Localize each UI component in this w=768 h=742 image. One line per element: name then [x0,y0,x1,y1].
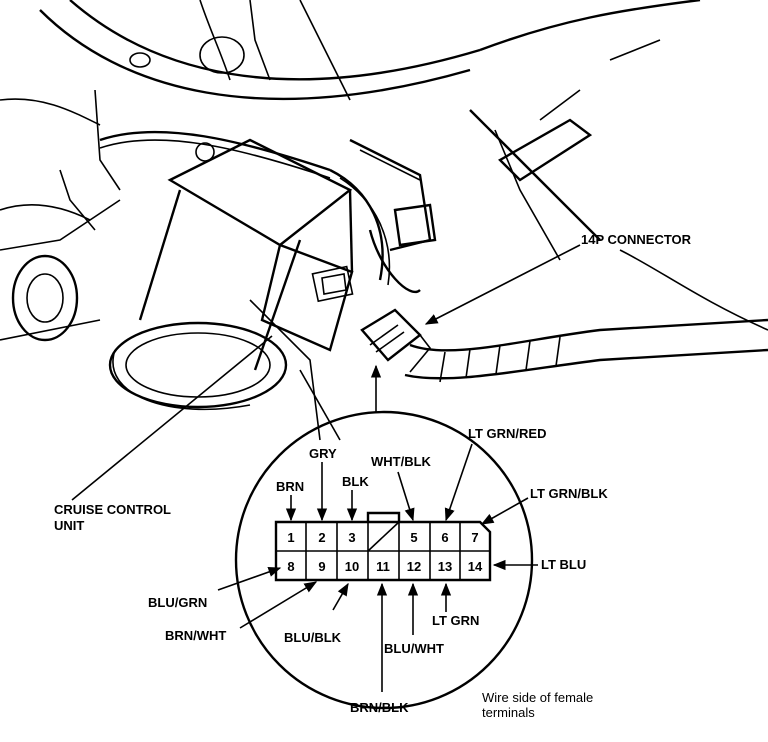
connector-label: 14P CONNECTOR [581,232,692,247]
unit-label-line2: UNIT [54,518,84,533]
pin-2: 2 [318,530,325,545]
steering-column-illustration [0,0,768,441]
pin-numbers: 1 2 3 5 6 7 8 9 10 11 12 13 14 [287,530,483,574]
wire-pin-13: LT GRN [432,613,479,628]
pin-9: 9 [318,559,325,574]
wire-pin-12: BLU/WHT [384,641,444,656]
wire-pin-6: LT GRN/RED [468,426,546,441]
pin-7: 7 [471,530,478,545]
pin-6: 6 [441,530,448,545]
wire-pin-7: LT GRN/BLK [530,486,608,501]
pin-1: 1 [287,530,294,545]
wire-pin-3: BLK [342,474,369,489]
pin-14: 14 [468,559,483,574]
pin-5: 5 [410,530,417,545]
detail-circle [234,410,534,710]
wire-pin-1: BRN [276,479,304,494]
note-line2: terminals [482,705,535,720]
note-line1: Wire side of female [482,690,593,705]
pin-3: 3 [348,530,355,545]
unit-label-line1: CRUISE CONTROL [54,502,171,517]
wire-pin-9: BRN/WHT [165,628,226,643]
wire-pin-2: GRY [309,446,337,461]
pin-11: 11 [376,559,390,574]
wire-pin-8: BLU/GRN [148,595,207,610]
wire-pin-10: BLU/BLK [284,630,342,645]
wire-callouts: BRN GRY BLK WHT/BLK LT GRN/RED LT GRN/BL… [148,426,608,715]
unit-leader [71,335,273,501]
pin-12: 12 [407,559,421,574]
pin-10: 10 [345,559,359,574]
wire-pin-5: WHT/BLK [371,454,432,469]
connector-face [274,511,492,582]
pin-13: 13 [438,559,452,574]
wire-pin-14: LT BLU [541,557,586,572]
wire-pin-11: BRN/BLK [350,700,409,715]
connector-leader [424,244,581,325]
pin-8: 8 [287,559,294,574]
